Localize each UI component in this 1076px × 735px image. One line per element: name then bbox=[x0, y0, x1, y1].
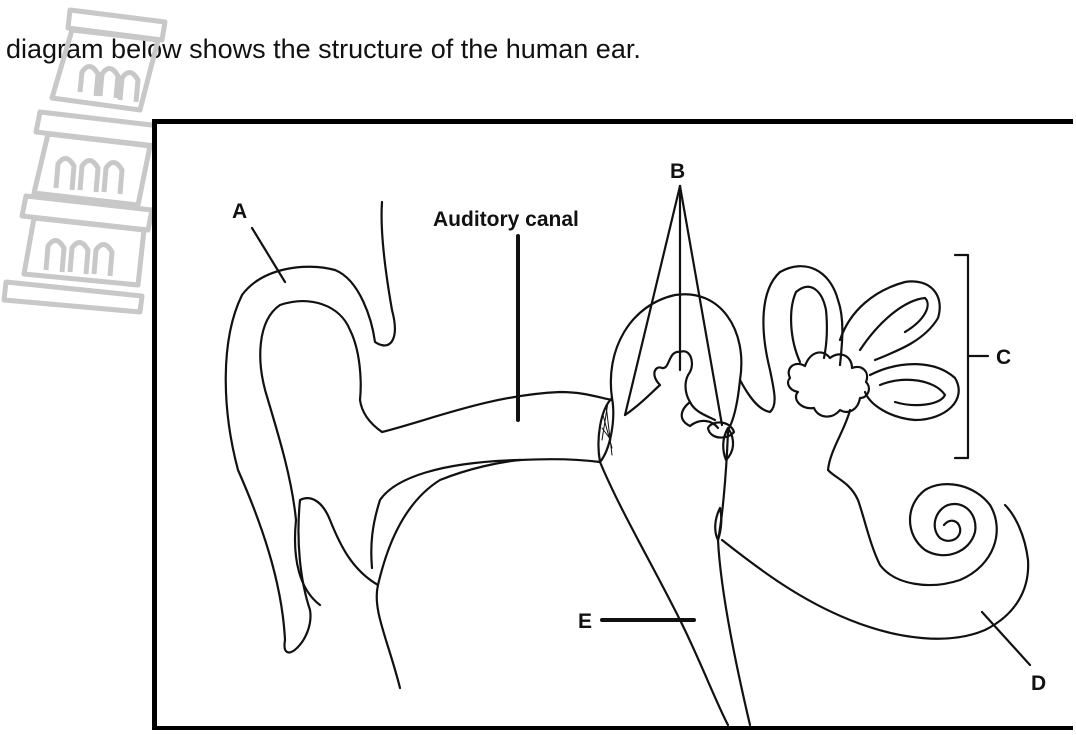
middle-ear-cavity bbox=[611, 294, 742, 430]
label-a: A bbox=[232, 200, 247, 223]
cochlea-inner-spiral bbox=[935, 505, 961, 541]
label-c: C bbox=[996, 346, 1011, 369]
ossicle-anvil bbox=[690, 402, 715, 420]
eustachian-tube-right bbox=[718, 432, 750, 725]
label-d-leader bbox=[982, 612, 1030, 665]
cochlea-lower-arc bbox=[722, 505, 1028, 639]
cochlea-outline bbox=[828, 410, 997, 585]
auditory-canal-top bbox=[382, 392, 612, 432]
semicircular-canal-3 bbox=[865, 364, 959, 420]
label-auditory-canal: Auditory canal bbox=[433, 208, 579, 231]
pinna-outer-outline bbox=[226, 202, 400, 688]
ossicle-hammer bbox=[625, 351, 718, 428]
label-b: B bbox=[670, 160, 685, 183]
semicircular-canal-3-inner bbox=[880, 380, 945, 405]
semicircular-canal-2 bbox=[840, 281, 940, 360]
semicircular-canal-1-inner bbox=[791, 287, 827, 362]
label-d: D bbox=[1031, 672, 1046, 695]
pinna-inner-fold bbox=[260, 301, 382, 605]
lower-canal-curve bbox=[378, 460, 520, 585]
label-b-leader-1 bbox=[625, 186, 680, 415]
label-e: E bbox=[578, 610, 592, 633]
label-c-bracket bbox=[955, 255, 968, 458]
semicircular-canal-2-inner bbox=[860, 298, 928, 350]
pinna-concha bbox=[371, 460, 520, 568]
auditory-canal-bottom bbox=[520, 459, 600, 462]
eustachian-tube-left bbox=[600, 462, 728, 725]
